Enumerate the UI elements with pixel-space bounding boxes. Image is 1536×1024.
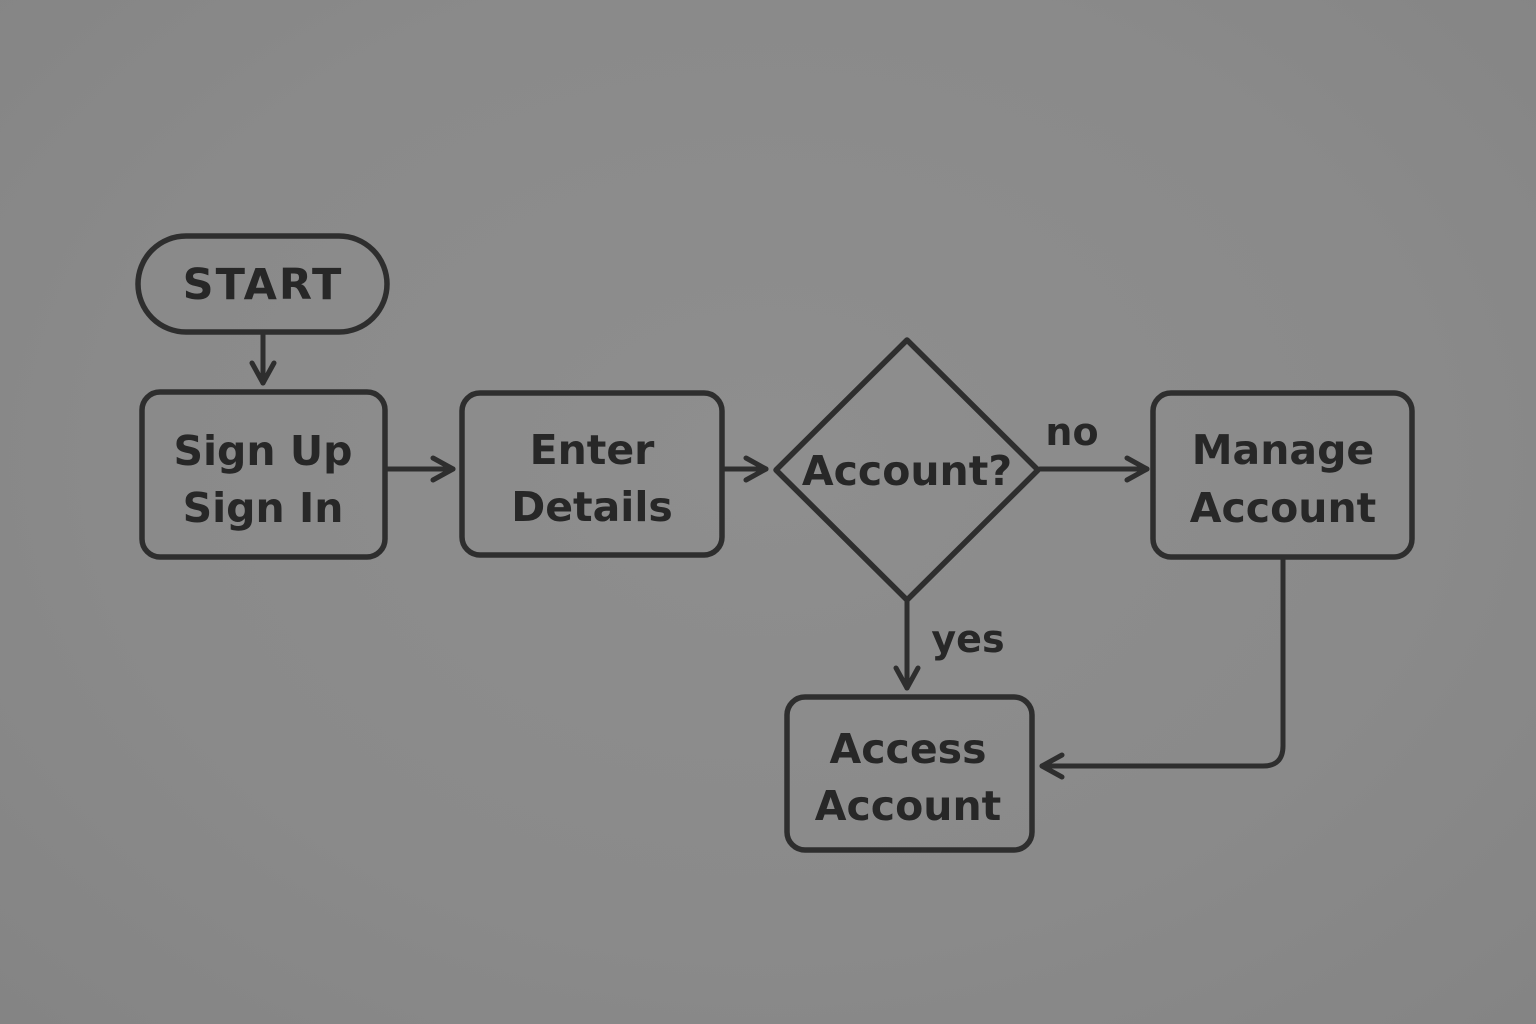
enter-details-rect-shape [459,390,725,558]
edges [249,331,1286,780]
account-decision-label: Account? [802,447,1012,495]
no-edge-label: no [1045,410,1098,454]
account-decision-diamond-shape [773,337,1041,603]
yes-edge-label: yes [931,617,1004,661]
signup-label-line2: Sign In [183,484,344,532]
edge-manage-account-to-access-account [1039,555,1286,780]
enter-details-label-line1: Enter [530,426,656,474]
start-label: START [183,260,344,310]
manage-account-rect-shape [1150,390,1415,560]
node-account-decision: Account? [773,337,1041,603]
node-access-account: Access Account [784,694,1035,853]
manage-account-label-line1: Manage [1192,426,1374,474]
signup-rect-shape [139,389,388,560]
enter-details-label-line2: Details [511,483,673,531]
node-manage-account: Manage Account [1150,390,1415,560]
manage-account-label-line2: Account [1190,484,1376,532]
node-start: START [135,233,390,335]
access-account-rect-shape [784,694,1035,853]
nodes: START Sign Up Sign In Enter Details Acco… [135,233,1415,853]
node-enter-details: Enter Details [459,390,725,558]
edge-labels: no yes [931,410,1098,661]
start-pill-shape [135,233,390,335]
access-account-label-line2: Account [815,782,1001,830]
node-signup: Sign Up Sign In [139,389,388,560]
signup-label-line1: Sign Up [173,427,352,475]
access-account-label-line1: Access [830,725,987,773]
